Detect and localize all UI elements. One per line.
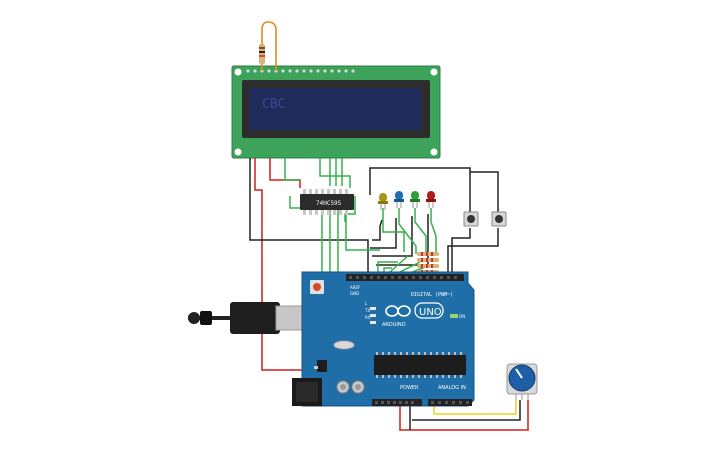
rx-label: RX (365, 315, 371, 320)
l-label: L (365, 301, 368, 306)
digital-header-label: DIGITAL (PWM~) (411, 292, 453, 298)
potentiometer[interactable] (506, 363, 538, 400)
lcd-screen (249, 88, 421, 130)
led-green[interactable] (410, 191, 420, 208)
analog-label: ANALOG IN (438, 385, 466, 391)
led-resistors[interactable] (417, 252, 439, 274)
power-label: POWER (400, 385, 419, 391)
led-red[interactable] (426, 191, 436, 208)
chip-label: 74HC595 (316, 200, 342, 207)
usb-cable[interactable] (188, 302, 307, 334)
led-blue[interactable] (394, 191, 404, 208)
lcd-backlight-resistor[interactable] (259, 21, 277, 71)
atmega-chip (374, 355, 466, 375)
arduino-model-text: UNO (419, 307, 442, 318)
aref-label: AREF (350, 285, 361, 290)
arduino-brand-text: ARDUINO (382, 322, 406, 328)
gnd-label: GND (350, 291, 359, 296)
lcd-display-text: CBC (262, 97, 285, 112)
push-button-1[interactable] (463, 211, 479, 227)
arduino-uno-board[interactable]: DIGITAL (PWM~) AREF GND TX RX L ARDUINO … (292, 271, 475, 407)
analog-header (428, 399, 472, 406)
arduino-logo: ARDUINO UNO (382, 302, 444, 328)
push-button-2[interactable] (491, 211, 507, 227)
on-label: ON (459, 314, 465, 319)
tx-label: TX (364, 308, 370, 313)
lcd-pin-header (246, 69, 355, 73)
lcd-module[interactable]: CBC (231, 65, 441, 159)
power-header (372, 399, 422, 406)
shift-register-chip[interactable]: 74HC595 (300, 189, 354, 215)
led-yellow[interactable] (378, 193, 388, 210)
